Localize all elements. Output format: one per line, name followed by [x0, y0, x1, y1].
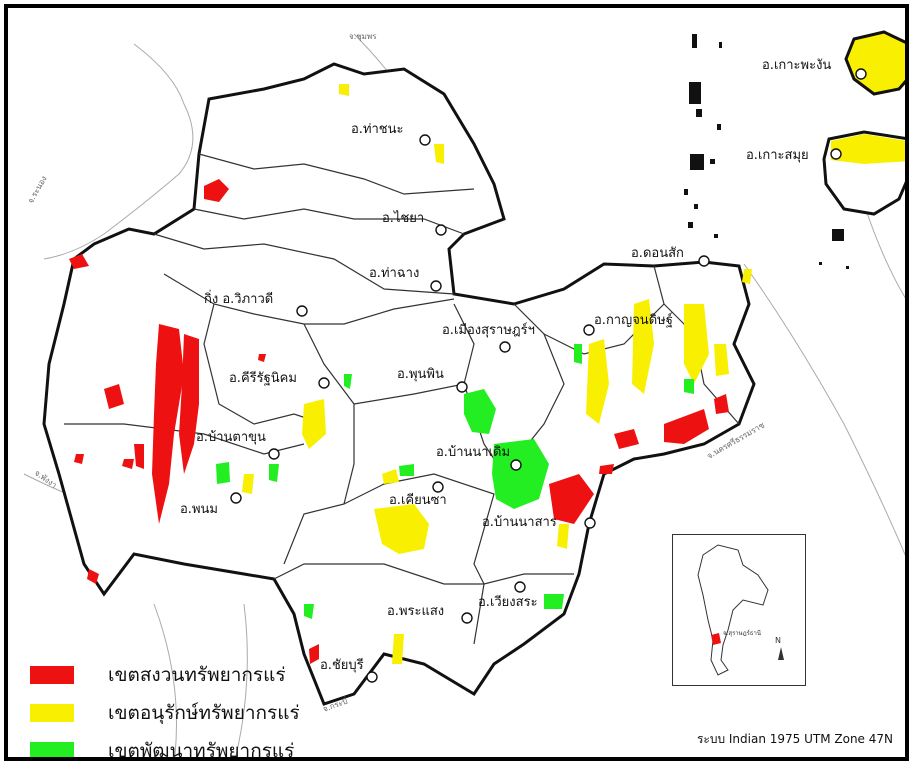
- north-arrow: N: [775, 636, 781, 645]
- label-ko-samui: อ.เกาะสมุย: [746, 148, 809, 163]
- rivers: [23, 33, 905, 757]
- inset-label: จ.สุราษฎร์ธานี: [723, 629, 761, 637]
- district-markers: [230, 68, 867, 683]
- label-chaiya: อ.ไชยา: [382, 210, 424, 226]
- label-phunphin: อ.พุนพิน: [397, 367, 444, 382]
- locator-inset: จ.สุราษฎร์ธานี N: [672, 534, 806, 686]
- island-ko-pha-ngan: [844, 30, 905, 96]
- label-chumphon: จ.ชุมพร: [349, 32, 377, 41]
- coordinate-system-note: ระบบ Indian 1975 UTM Zone 47N: [696, 732, 893, 746]
- label-ko-pha-ngan: อ.เกาะพะงัน: [762, 58, 831, 73]
- label-wiang-sa: อ.เวียงสระ: [478, 594, 538, 610]
- label-phrasaeng: อ.พระแสง: [387, 604, 444, 619]
- legend-swatch-green: [30, 742, 74, 757]
- label-tha-chang: อ.ท่าฉาง: [369, 266, 419, 281]
- legend-item-development: เขตพัฒนาทรัพยากรแร่: [30, 732, 300, 761]
- label-ban-na-doem: อ.บ้านนาเดิม: [436, 445, 510, 460]
- label-chaiburi: อ.ชัยบุรี: [320, 657, 364, 673]
- green-zones: [216, 344, 694, 619]
- label-don-sak: อ.ดอนสัก: [631, 246, 684, 261]
- label-ranong: จ.ระนอง: [26, 174, 49, 205]
- province-outline: [42, 62, 756, 706]
- map-frame: อ.ท่าชนะ อ.ไชยา อ.ท่าฉาง กิ่ง อ.วิภาวดี …: [4, 4, 909, 761]
- label-vibhavadi: กิ่ง อ.วิภาวดี: [204, 290, 273, 307]
- label-phangnga: จ.พังงา: [33, 468, 58, 490]
- red-zones: [69, 179, 729, 664]
- label-khian-sa: อ.เคียนซา: [389, 492, 447, 508]
- label-khiri-rat: อ.คีรีรัฐนิคม: [229, 370, 297, 386]
- label-tha-chana: อ.ท่าชนะ: [351, 122, 404, 137]
- label-phanom: อ.พนม: [180, 502, 218, 517]
- province-map: อ.ท่าชนะ อ.ไชยา อ.ท่าฉาง กิ่ง อ.วิภาวดี …: [23, 30, 905, 757]
- legend-item-conservation: เขตอนุรักษ์ทรัพยากรแร่: [30, 694, 300, 732]
- legend-label: เขตสงวนทรัพยากรแร่: [108, 664, 286, 686]
- legend-label: เขตอนุรักษ์ทรัพยากรแร่: [108, 702, 300, 724]
- label-mueang: อ.เมืองสุราษฎร์ฯ: [442, 322, 535, 338]
- legend-label: เขตพัฒนาทรัพยากรแร่: [108, 740, 295, 761]
- label-ban-ta-khun: อ.บ้านตาขุน: [196, 430, 266, 445]
- legend-swatch-red: [30, 666, 74, 684]
- legend-item-mining: เขตสงวนทรัพยากรแร่: [30, 656, 300, 694]
- label-kanchanadit: อ.กาญจนดิษฐ์: [594, 312, 673, 328]
- yellow-zones: [242, 84, 752, 664]
- legend-swatch-yellow: [30, 704, 74, 722]
- district-labels: อ.ท่าชนะ อ.ไชยา อ.ท่าฉาง กิ่ง อ.วิภาวดี …: [180, 58, 831, 673]
- inset-thailand: จ.สุราษฎร์ธานี N: [697, 544, 784, 676]
- small-islands: [684, 34, 849, 269]
- ko-samui-yellow-zone: [831, 134, 905, 164]
- legend: เขตสงวนทรัพยากรแร่ เขตอนุรักษ์ทรัพยากรแร…: [30, 656, 300, 761]
- label-ban-na-san: อ.บ้านนาสาร: [482, 515, 557, 530]
